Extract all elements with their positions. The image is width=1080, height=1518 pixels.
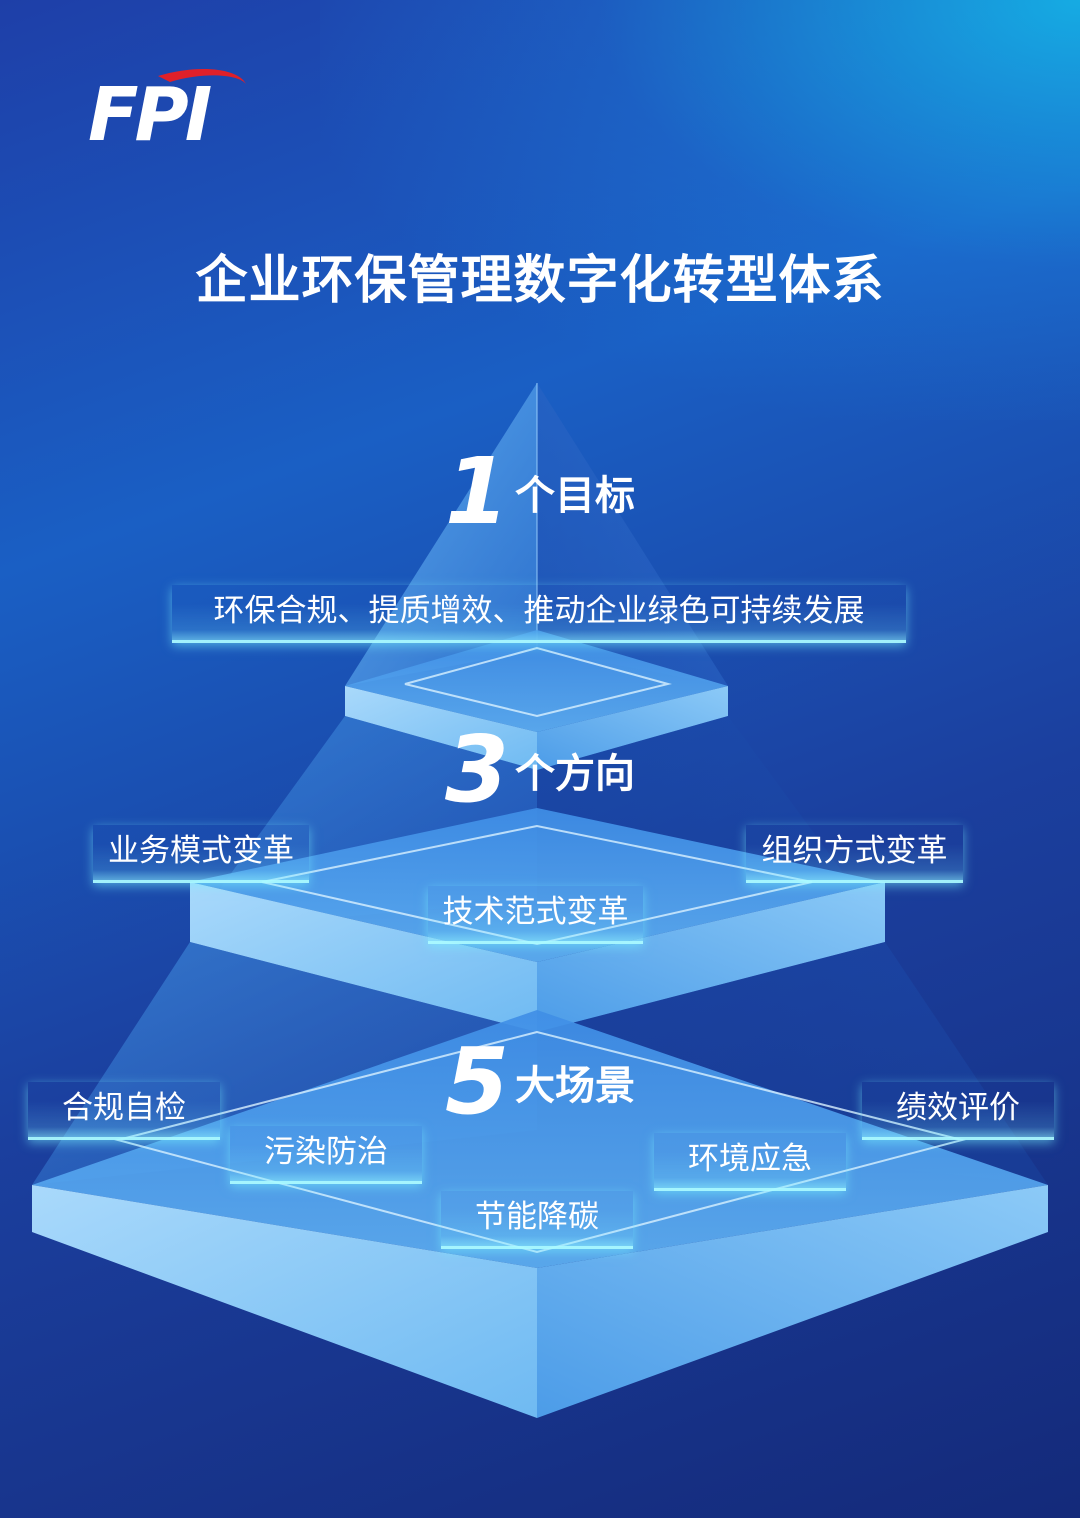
tier2-number: 3 <box>444 716 509 823</box>
logo: FPI <box>88 62 253 158</box>
tier2-slab-front-right <box>537 882 885 1032</box>
tier2-label-business-model: 业务模式变革 <box>93 825 309 883</box>
tier3-slab-front-left <box>32 1185 537 1418</box>
tier1-slab-top <box>345 630 728 732</box>
tier2-heading-text: 个方向 <box>515 750 635 797</box>
tier1-number: 1 <box>444 438 509 545</box>
tier2-slab-top <box>190 808 885 962</box>
tier3-label-carbon: 节能降碳 <box>441 1191 633 1249</box>
tier3-slab-inner <box>114 1030 966 1254</box>
tier3-label-pollution: 污染防治 <box>230 1126 422 1184</box>
tier1-label-goal: 环保合规、提质增效、推动企业绿色可持续发展 <box>172 585 906 643</box>
page-title: 企业环保管理数字化转型体系 <box>195 251 885 311</box>
tier1-heading-text: 个目标 <box>515 472 635 519</box>
tier3-label-emergency: 环境应急 <box>654 1133 846 1191</box>
logo-text: FPI <box>88 72 212 158</box>
tier2-label-organization: 组织方式变革 <box>746 825 963 883</box>
tier2-label-technology: 技术范式变革 <box>428 886 643 944</box>
tier2-slab-front-left <box>190 882 537 1032</box>
logo-arc-icon <box>158 69 246 84</box>
tier3-slab-top <box>32 1010 1048 1268</box>
tier3-label-compliance: 合规自检 <box>28 1082 220 1140</box>
tier3-label-performance: 绩效评价 <box>862 1082 1054 1140</box>
tier2-slab-inner <box>261 824 813 946</box>
tier3-number: 5 <box>444 1028 509 1135</box>
tier1-slab-inner <box>404 646 672 718</box>
tier1-slab-front-left <box>345 686 537 770</box>
tier1-slab-front-right <box>537 686 728 770</box>
tier3-heading-text: 大场景 <box>515 1062 635 1109</box>
tier3-slab-front-right <box>537 1185 1048 1418</box>
